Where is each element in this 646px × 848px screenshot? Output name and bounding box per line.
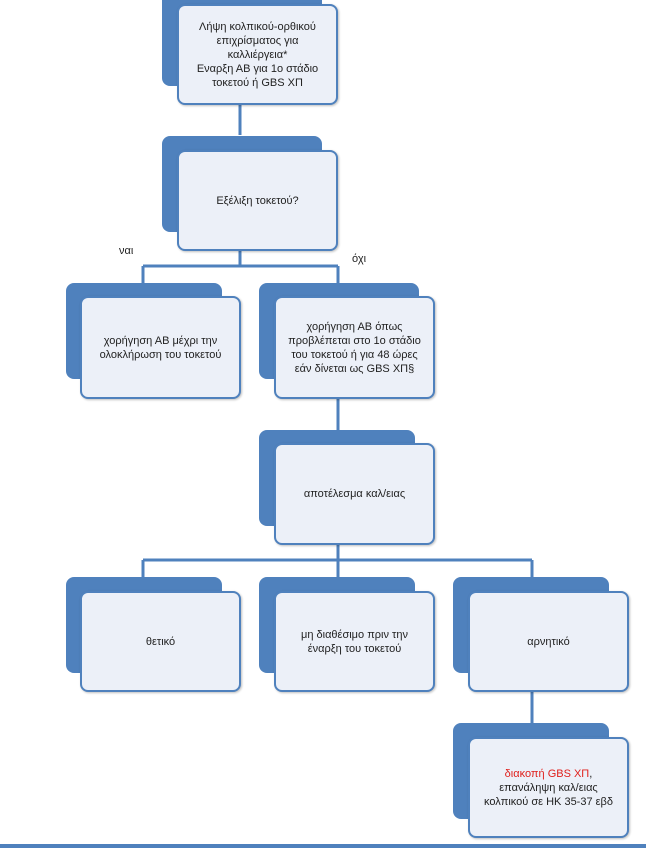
- node-9-stop-text: διακοπή GBS ΧΠ: [504, 767, 590, 780]
- node-5-culture-result: αποτέλεσμα καλ/ειας: [274, 443, 435, 545]
- node-4-line-1: χορήγηση ΑΒ όπως: [306, 320, 403, 333]
- node-1-line-4: Εναρξη ΑΒ για 1ο στάδιο: [196, 62, 319, 75]
- node-9-comma: ,: [589, 767, 593, 780]
- node-1-line-2: επιχρίσματος για: [216, 34, 299, 47]
- node-3-line-1: χορήγηση ΑΒ μέχρι την: [103, 334, 218, 347]
- bottom-rule: [0, 844, 646, 848]
- node-1-specimen-collection: Λήψη κολπικού-ορθικού επιχρίσματος για κ…: [177, 4, 338, 105]
- branch-label-yes: ναι: [119, 245, 134, 257]
- node-8-negative: αρνητικό: [468, 591, 629, 692]
- node-7-line-2: έναρξη του τοκετού: [307, 642, 402, 655]
- node-9-stop-and-repeat: διακοπή GBS ΧΠ, επανάληψη καλ/ειας κολπι…: [468, 737, 629, 838]
- node-4-line-2: προβλέπεται στο 1ο στάδιο: [288, 334, 421, 347]
- node-3-ab-until-delivery: χορήγηση ΑΒ μέχρι την ολοκλήρωση του τοκ…: [80, 296, 241, 399]
- node-9-line-1: διακοπή GBS ΧΠ,: [505, 767, 593, 781]
- node-9-line-2: επανάληψη καλ/ειας: [499, 781, 598, 794]
- node-1-line-3: καλλιέργεια*: [227, 48, 288, 61]
- node-2-line-1: Εξέλιξη τοκετού?: [216, 194, 299, 207]
- node-6-line-1: θετικό: [145, 635, 176, 648]
- node-9-line-3: κολπικού σε ΗΚ 35-37 εβδ: [484, 795, 613, 808]
- node-4-line-4: εάν δίνεται ως GBS ΧΠ§: [294, 362, 415, 375]
- node-5-line-1: αποτέλεσμα καλ/ειας: [303, 488, 406, 500]
- node-1-line-1: Λήψη κολπικού-ορθικού: [199, 20, 316, 33]
- node-2-labor-progress: Εξέλιξη τοκετού?: [177, 150, 338, 251]
- node-4-ab-as-planned: χορήγηση ΑΒ όπως προβλέπεται στο 1ο στάδ…: [274, 296, 435, 399]
- node-7-line-1: μη διαθέσιμο πριν την: [300, 628, 408, 641]
- node-1-line-5: τοκετού ή GBS ΧΠ: [212, 76, 303, 89]
- node-4-line-3: του τοκετού ή για 48 ώρες: [291, 348, 418, 361]
- node-3-line-2: ολοκλήρωση του τοκετού: [99, 348, 222, 361]
- branch-label-no: όχι: [352, 253, 367, 265]
- node-7-not-available: μη διαθέσιμο πριν την έναρξη του τοκετού: [274, 591, 435, 692]
- node-6-positive: θετικό: [80, 591, 241, 692]
- node-8-line-1: αρνητικό: [527, 635, 570, 648]
